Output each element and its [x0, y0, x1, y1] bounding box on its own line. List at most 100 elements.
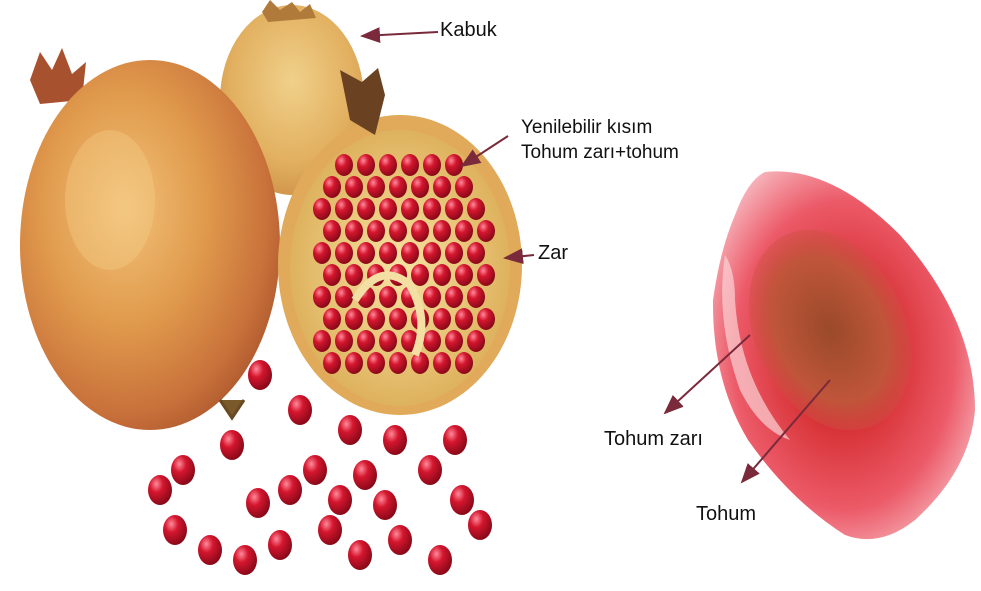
- aril: [455, 176, 473, 198]
- aril: [433, 176, 451, 198]
- aril: [411, 264, 429, 286]
- label-tohum: Tohum: [696, 503, 756, 525]
- aril: [345, 176, 363, 198]
- label-yenilebilir-kisim: Yenilebilir kısım: [521, 117, 652, 139]
- aril: [367, 308, 385, 330]
- aril: [163, 515, 187, 545]
- aril: [335, 198, 353, 220]
- aril: [335, 330, 353, 352]
- aril: [353, 460, 377, 490]
- aril: [335, 154, 353, 176]
- aril: [455, 264, 473, 286]
- aril: [313, 286, 331, 308]
- aril: [445, 242, 463, 264]
- aril: [357, 242, 375, 264]
- aril: [198, 535, 222, 565]
- label-kabuk: Kabuk: [440, 19, 497, 41]
- aril: [423, 242, 441, 264]
- aril: [357, 330, 375, 352]
- label-tohum-zari: Tohum zarı: [604, 428, 703, 450]
- aril: [401, 242, 419, 264]
- aril: [323, 176, 341, 198]
- aril: [313, 198, 331, 220]
- aril: [171, 455, 195, 485]
- aril: [328, 485, 352, 515]
- aril: [389, 220, 407, 242]
- aril: [323, 264, 341, 286]
- aril: [367, 220, 385, 242]
- aril: [367, 176, 385, 198]
- aril: [379, 286, 397, 308]
- aril: [477, 264, 495, 286]
- aril: [388, 525, 412, 555]
- aril: [455, 220, 473, 242]
- aril: [477, 308, 495, 330]
- aril: [401, 198, 419, 220]
- aril: [323, 220, 341, 242]
- aril: [345, 352, 363, 374]
- enlarged-aril: [713, 171, 975, 539]
- arrow-kabuk: [362, 32, 438, 36]
- aril: [443, 425, 467, 455]
- label-tohum-zari-tohum: Tohum zarı+tohum: [521, 142, 679, 164]
- aril: [445, 286, 463, 308]
- aril: [423, 286, 441, 308]
- aril: [379, 154, 397, 176]
- aril: [379, 242, 397, 264]
- aril: [318, 515, 342, 545]
- aril: [367, 352, 385, 374]
- aril: [379, 198, 397, 220]
- aril: [313, 242, 331, 264]
- aril: [345, 308, 363, 330]
- aril: [278, 475, 302, 505]
- aril: [373, 490, 397, 520]
- aril: [411, 220, 429, 242]
- aril: [233, 545, 257, 575]
- aril: [335, 242, 353, 264]
- aril: [428, 545, 452, 575]
- aril: [467, 286, 485, 308]
- aril: [348, 540, 372, 570]
- aril: [445, 198, 463, 220]
- aril: [248, 360, 272, 390]
- aril: [323, 308, 341, 330]
- aril: [268, 530, 292, 560]
- aril: [423, 154, 441, 176]
- aril: [401, 154, 419, 176]
- aril: [433, 352, 451, 374]
- aril: [423, 330, 441, 352]
- aril: [389, 176, 407, 198]
- aril: [148, 475, 172, 505]
- aril: [379, 330, 397, 352]
- aril: [411, 352, 429, 374]
- aril: [345, 220, 363, 242]
- aril: [411, 176, 429, 198]
- aril: [467, 330, 485, 352]
- aril: [455, 308, 473, 330]
- aril: [418, 455, 442, 485]
- aril: [467, 242, 485, 264]
- aril: [288, 395, 312, 425]
- aril: [323, 352, 341, 374]
- aril: [450, 485, 474, 515]
- aril: [383, 425, 407, 455]
- aril: [389, 308, 407, 330]
- aril: [433, 220, 451, 242]
- aril: [313, 330, 331, 352]
- aril: [477, 220, 495, 242]
- aril: [468, 510, 492, 540]
- aril: [345, 264, 363, 286]
- aril: [335, 286, 353, 308]
- aril: [389, 352, 407, 374]
- aril: [433, 264, 451, 286]
- aril: [246, 488, 270, 518]
- aril: [445, 330, 463, 352]
- aril: [357, 154, 375, 176]
- aril: [338, 415, 362, 445]
- aril: [467, 198, 485, 220]
- aril: [220, 430, 244, 460]
- aril: [357, 198, 375, 220]
- aril: [455, 352, 473, 374]
